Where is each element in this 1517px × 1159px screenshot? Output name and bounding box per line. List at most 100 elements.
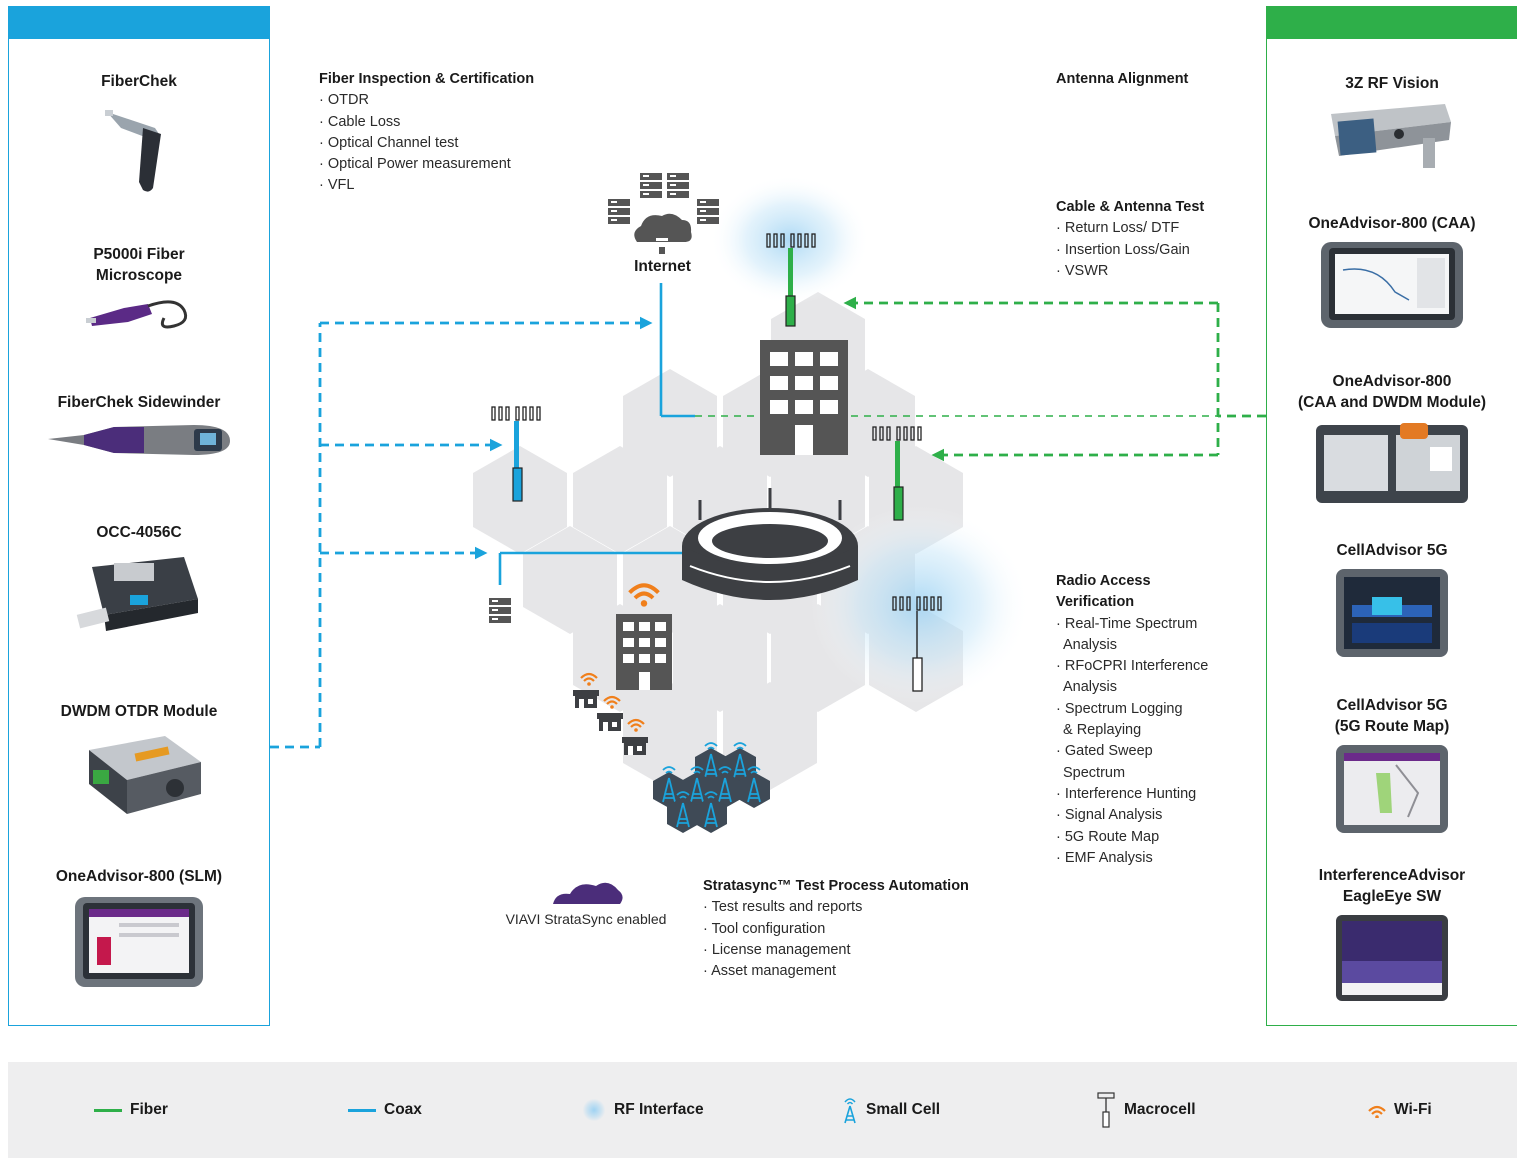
legend-item-coax: Coax [348, 1099, 422, 1121]
annotation-title: Fiber Inspection & Certification [319, 71, 535, 87]
fiber-dashed-links [843, 296, 1266, 462]
device-label: OneAdvisor-800 (SLM) [55, 868, 223, 885]
stratasync-label: VIAVI StrataSync enabled [505, 911, 667, 927]
cloud-icon [634, 213, 692, 254]
legend-label: Coax [384, 1101, 422, 1118]
rf-glow-icon [582, 1099, 606, 1121]
green-line-icon [94, 1108, 122, 1112]
device-label: DWDM OTDR Module [60, 703, 218, 720]
small-cell-icon [844, 1098, 856, 1124]
annotation-item: Spectrum Logging & Replaying [1056, 699, 1226, 742]
annotation-item: Asset management [703, 961, 969, 982]
device-label: FiberChek Sidewinder [57, 394, 221, 411]
annotation-item: EMF Analysis [1056, 848, 1226, 869]
coax-links [498, 283, 695, 585]
legend-item-macrocell: Macrocell [1096, 1092, 1196, 1128]
device-celladvisor-5g-route-map: CellAdvisor 5G (5G Route Map) [1267, 695, 1517, 835]
coax-dashed-links [270, 316, 653, 749]
stratasync-annotation: Stratasync™ Test Process Automation Test… [703, 876, 969, 982]
legend-label: Fiber [130, 1101, 168, 1118]
device-fiberchek: FiberChek [9, 71, 269, 194]
device-label: CellAdvisor 5G (5G Route Map) [1334, 697, 1450, 735]
fiber-tools-panel: FiberChek P5000i Fiber Microscope FiberC… [8, 6, 270, 1026]
macrocell-antenna-outline [892, 596, 942, 692]
celladvisor-route-image [1336, 745, 1448, 833]
legend-item-small-cell: Small Cell [842, 1098, 941, 1124]
macrocell-antenna-blue [491, 406, 541, 502]
annotation-item: OTDR [319, 90, 534, 111]
device-label: FiberChek [101, 73, 177, 90]
annotation-item: 5G Route Map [1056, 827, 1226, 848]
annotation-item: RFoCPRI Interference Analysis [1056, 656, 1226, 699]
internet-label: Internet [634, 258, 691, 275]
wifi-building-icon [616, 614, 672, 690]
device-celladvisor-5g: CellAdvisor 5G [1267, 540, 1517, 659]
annotation-item: Cable Loss [319, 112, 534, 133]
annotation-item: Optical Power measurement [319, 154, 534, 175]
oneadvisor-slm-image [75, 897, 203, 987]
annotation-title: Radio Access Verification [1056, 573, 1151, 611]
device-oneadvisor-caa: OneAdvisor-800 (CAA) [1267, 213, 1517, 330]
device-label: 3Z RF Vision [1345, 75, 1439, 92]
annotation-item: License management [703, 940, 969, 961]
macrocell-antenna-green [872, 426, 922, 521]
wifi-icon [1368, 1105, 1386, 1118]
fiber-panel-header-bar [8, 7, 270, 39]
device-label: CellAdvisor 5G [1336, 542, 1448, 559]
stratasync-cloud-icon [553, 882, 623, 904]
rf-interface-glow [710, 175, 870, 305]
device-fiberchek-sidewinder: FiberChek Sidewinder [9, 392, 269, 459]
legend: Fiber Coax RF Interface Small Cell Macro… [8, 1062, 1517, 1158]
annotation-item: VSWR [1056, 261, 1204, 282]
rooftop-antenna-green [766, 233, 816, 327]
fiberchek-image [105, 110, 161, 192]
legend-item-rf-interface: RF Interface [582, 1099, 704, 1121]
dwdm-otdr-image [89, 736, 201, 814]
legend-label: Macrocell [1124, 1101, 1196, 1118]
oneadvisor-caa-image [1321, 242, 1463, 328]
antenna-alignment-annotation: Antenna Alignment [1056, 69, 1188, 90]
annotation-item: Optical Channel test [319, 133, 534, 154]
device-label: InterferenceAdvisor EagleEye SW [1318, 867, 1466, 905]
annotation-title: Cable & Antenna Test [1056, 199, 1205, 215]
rf-panel-header-bar [1266, 7, 1517, 39]
device-p5000i: P5000i Fiber Microscope [9, 244, 269, 336]
annotation-title: Antenna Alignment [1056, 71, 1189, 87]
rf-vision-image [1331, 104, 1451, 168]
annotation-item: Signal Analysis [1056, 805, 1226, 826]
device-interferenceadvisor: InterferenceAdvisor EagleEye SW [1267, 865, 1517, 1003]
device-label: P5000i Fiber Microscope [93, 246, 185, 284]
macrocell-icon [1097, 1092, 1115, 1128]
device-dwdm-otdr: DWDM OTDR Module [9, 701, 269, 818]
occ-image [76, 557, 198, 631]
annotation-item: Tool configuration [703, 919, 969, 940]
device-label: OneAdvisor-800 (CAA and DWDM Module) [1298, 373, 1486, 411]
legend-label: Small Cell [866, 1101, 941, 1118]
annotation-item: Return Loss/ DTF [1056, 218, 1204, 239]
legend-label: RF Interface [614, 1101, 704, 1118]
device-3z-rf-vision: 3Z RF Vision [1267, 73, 1517, 170]
annotation-item: Test results and reports [703, 897, 969, 918]
annotation-item: VFL [319, 175, 534, 196]
sidewinder-image [48, 425, 230, 455]
stadium-icon [682, 488, 858, 600]
rf-tools-panel: 3Z RF Vision OneAdvisor-800 (CAA) OneAdv… [1266, 6, 1517, 1026]
oneadvisor-dwdm-image [1316, 423, 1468, 503]
annotation-item: Insertion Loss/Gain [1056, 240, 1204, 261]
office-building-icon [760, 340, 848, 455]
device-occ-4056c: OCC-4056C [9, 522, 269, 639]
interferenceadvisor-image [1336, 915, 1448, 1001]
legend-label: Wi-Fi [1394, 1101, 1432, 1118]
blue-line-icon [348, 1108, 376, 1112]
annotation-title: Stratasync™ Test Process Automation [703, 878, 969, 894]
legend-item-wifi: Wi-Fi [1368, 1099, 1432, 1121]
cable-antenna-annotation: Cable & Antenna Test Return Loss/ DTF In… [1056, 197, 1204, 282]
annotation-item: Gated Sweep Spectrum [1056, 741, 1226, 784]
device-oneadvisor-slm: OneAdvisor-800 (SLM) [9, 866, 269, 991]
annotation-item: Interference Hunting [1056, 784, 1226, 805]
server-icon [489, 598, 511, 623]
annotation-item: Real-Time Spectrum Analysis [1056, 614, 1226, 657]
device-oneadvisor-caa-dwdm: OneAdvisor-800 (CAA and DWDM Module) [1267, 371, 1517, 507]
device-label: OCC-4056C [96, 524, 182, 541]
